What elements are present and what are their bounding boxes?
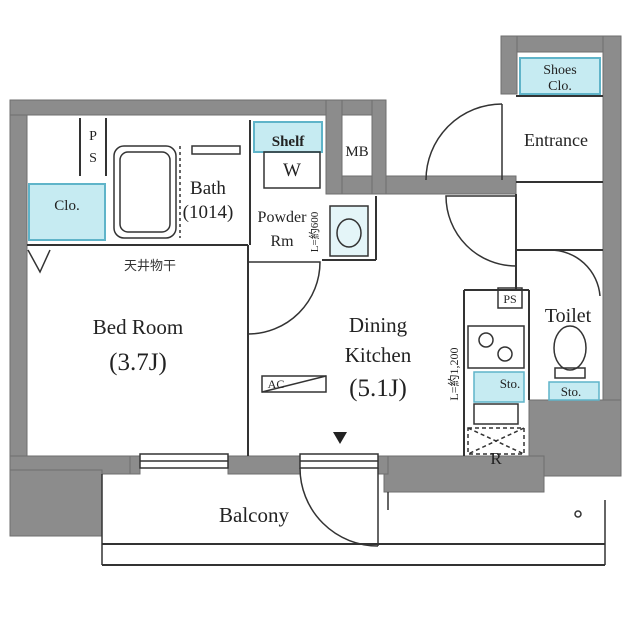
bedroom-size: (3.7J) [109,349,167,376]
ps-right: PS [503,292,516,306]
sto-lower-label: Sto. [561,384,582,399]
dining-name-line1: Dining [349,313,408,337]
room-labels: Bed Room (3.7J) Dining Kitchen (5.1J) Ba… [54,63,591,527]
sink-area [329,205,369,257]
powder-line2: Rm [270,233,294,250]
dining-name-line2: Kitchen [345,343,412,367]
toilet-storage [548,381,600,401]
toilet-name: Toilet [545,305,592,327]
stove [467,325,525,369]
kitchen-dimension: L=約1,200 [446,347,461,400]
fridge [467,427,525,455]
bedroom-name: Bed Room [93,315,183,339]
closet-label: Clo. [54,198,79,214]
storage-areas [28,57,601,403]
walls [9,35,622,537]
shelf-label: Shelf [272,134,306,150]
mb-label: MB [345,144,368,160]
powder-line1: Powder [258,209,308,226]
ps-left-1: P [89,129,97,144]
washer-label: W [283,160,301,181]
balcony-name: Balcony [219,503,289,527]
kitchen-sink [473,403,519,425]
washer [263,151,321,189]
shoes-closet-line1: Shoes [543,63,576,78]
entrance-name: Entrance [524,130,588,150]
ps-left-2: S [89,151,97,166]
triangle-down-icon [333,432,347,444]
toilet-bowl [553,325,587,371]
bath-size: (1014) [183,202,234,223]
interior-walls [27,95,603,456]
sink-dimension: L=約600 [307,211,321,252]
fridge-label: R [490,449,502,468]
doors [27,103,601,547]
shoes-closet [519,57,601,95]
ceiling-dryer-label: 天井物干 [124,259,176,274]
kitchen-storage [473,371,525,403]
shoes-closet-line2: Clo. [548,79,572,94]
bedroom-closet [28,183,106,241]
bath-name: Bath [190,178,226,199]
dining-size: (5.1J) [349,375,407,402]
fixtures [101,145,606,566]
sto-upper-label: Sto. [500,376,521,391]
ac-label: AC [268,377,285,391]
ac-unit [261,375,327,393]
bathtub [113,145,177,239]
